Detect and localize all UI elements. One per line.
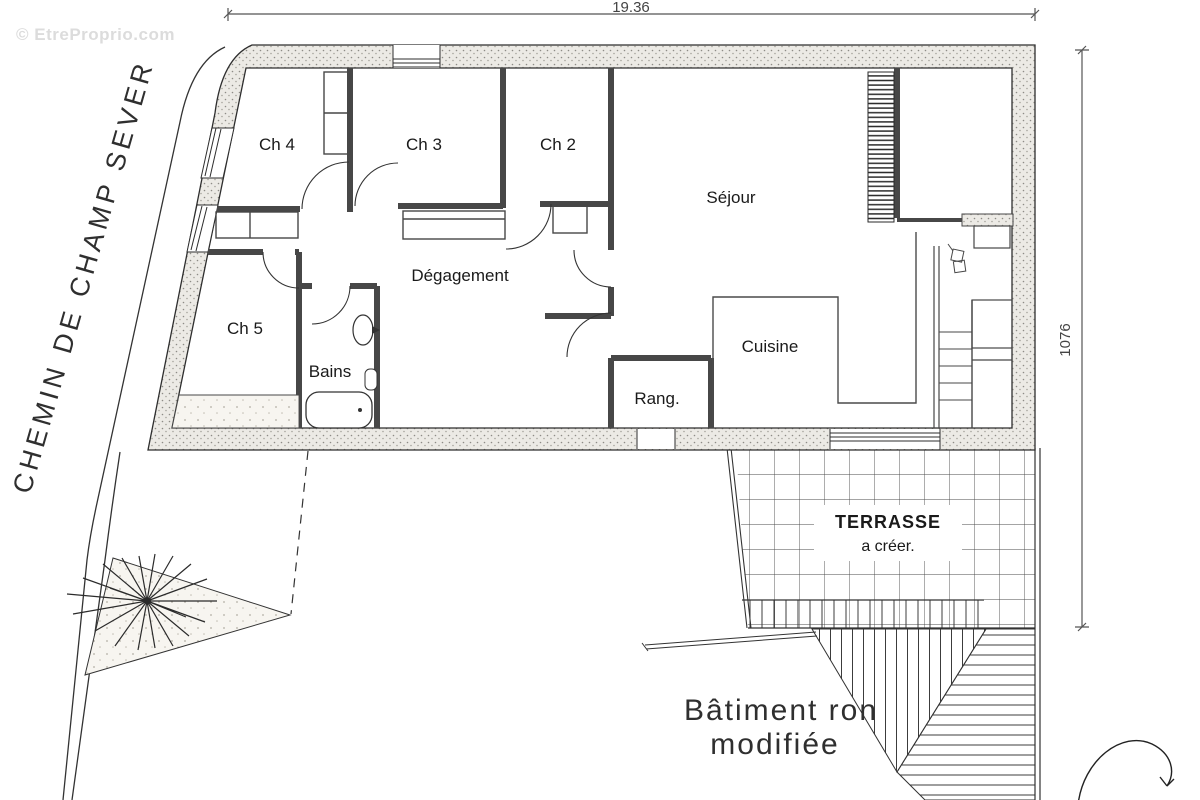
bathroom-fixtures bbox=[305, 314, 380, 429]
property-line bbox=[71, 451, 121, 800]
annotation-line2: modifiée bbox=[710, 728, 839, 761]
terrace-label-halo bbox=[814, 505, 962, 561]
slope-hatch-horizontal bbox=[896, 628, 1036, 800]
top-dimension bbox=[223, 8, 1040, 21]
room-label-sejour: Séjour bbox=[706, 188, 755, 207]
closets bbox=[215, 71, 588, 240]
kitchen-counter bbox=[712, 232, 917, 426]
right-dimension bbox=[1075, 45, 1089, 632]
ch5-floor-strip bbox=[171, 394, 300, 429]
room-label-ch2: Ch 2 bbox=[540, 135, 576, 154]
terrace-right-wall bbox=[1034, 448, 1041, 800]
room-label-rang: Rang. bbox=[634, 389, 679, 408]
room-label-degagement: Dégagement bbox=[411, 266, 509, 285]
road-edges bbox=[62, 46, 226, 800]
sliding-bay-opening bbox=[830, 429, 940, 449]
sink-tap bbox=[372, 326, 380, 334]
terrace-steps bbox=[742, 600, 984, 628]
terrace-title: TERRASSE bbox=[835, 512, 941, 532]
door-arcs bbox=[262, 161, 612, 358]
outer-walls bbox=[147, 44, 1036, 451]
garden-triangle bbox=[84, 557, 292, 676]
sink bbox=[352, 314, 374, 346]
tree bbox=[66, 553, 217, 651]
terrace-area: TERRASSE a créer. bbox=[726, 447, 1035, 629]
terrace-subtitle: a créer. bbox=[861, 538, 914, 555]
top-dimension-label: 19.36 bbox=[612, 0, 650, 16]
sejour-subroom bbox=[897, 213, 1014, 249]
room-label-ch5: Ch 5 bbox=[227, 319, 263, 338]
room-label-cuisine: Cuisine bbox=[742, 337, 799, 356]
rear-door-opening bbox=[637, 429, 675, 449]
top-window bbox=[393, 45, 440, 68]
street-label: CHEMIN DE CHAMP SEVER bbox=[7, 56, 160, 496]
wc bbox=[364, 368, 378, 391]
room-label-ch4: Ch 4 bbox=[259, 135, 295, 154]
garden-low-wall bbox=[641, 631, 818, 652]
bathtub-drain bbox=[358, 408, 362, 412]
watermark-text: © EtreProprio.com bbox=[16, 25, 175, 44]
room-label-ch3: Ch 3 bbox=[406, 135, 442, 154]
terrace-left-edge bbox=[726, 447, 752, 629]
road-edge-line bbox=[62, 46, 226, 800]
boundary-dashed-line bbox=[290, 450, 309, 615]
windows bbox=[186, 45, 941, 449]
stairs-cluster bbox=[933, 243, 1013, 428]
annotation-line1: Bâtiment ron bbox=[684, 694, 878, 727]
turning-arrow bbox=[1078, 739, 1175, 800]
bathtub bbox=[305, 391, 373, 429]
stair-ladder bbox=[867, 71, 895, 223]
right-dimension-label: 1076 bbox=[1057, 323, 1074, 356]
room-label-bains: Bains bbox=[309, 362, 352, 381]
